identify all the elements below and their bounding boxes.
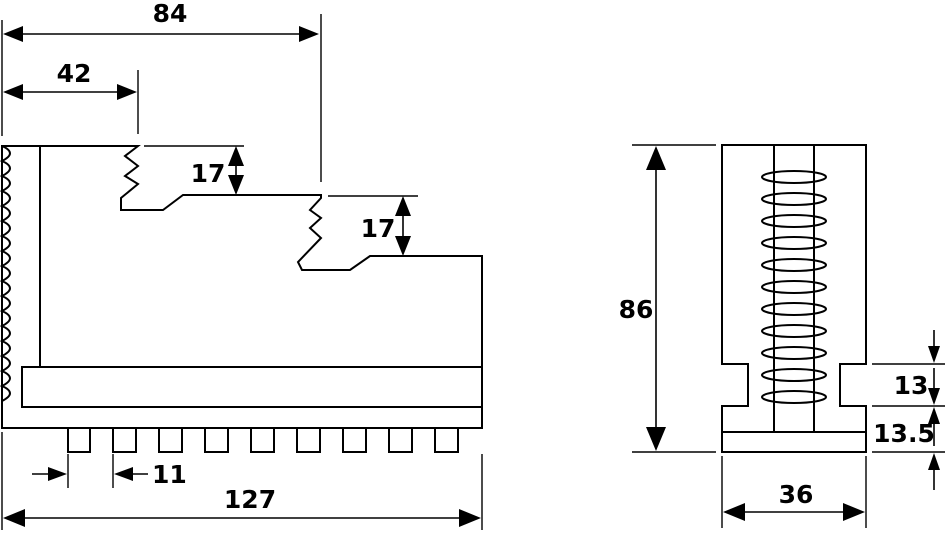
dim-17-lower-label: 17	[361, 214, 396, 243]
dim-11-label: 11	[152, 460, 187, 489]
thread-disc	[761, 170, 827, 184]
dim-13-5-label: 13.5	[873, 419, 935, 448]
dim-17-upper-label: 17	[191, 159, 226, 188]
thread-disc	[761, 346, 827, 360]
front-view-dimensions: 86 13 13.5 36	[619, 144, 945, 528]
arrowhead	[843, 503, 865, 521]
thread-disc	[761, 258, 827, 272]
arrowhead	[299, 26, 319, 42]
dim-13-label: 13	[894, 371, 929, 400]
dim-86-label: 86	[619, 295, 654, 324]
teeth	[67, 427, 459, 453]
dim-42-label: 42	[57, 59, 92, 88]
thread-disc	[761, 236, 827, 250]
base-rail	[21, 366, 483, 408]
arrowhead	[928, 346, 940, 363]
dim-84-label: 84	[153, 0, 188, 28]
arrowhead	[723, 503, 745, 521]
dim-36-label: 36	[779, 480, 814, 509]
side-view	[0, 145, 483, 453]
arrowhead	[928, 388, 940, 405]
side-view-outline	[1, 145, 483, 429]
dim-127-label: 127	[224, 485, 276, 514]
thread-disc	[761, 280, 827, 294]
arrowhead	[117, 84, 137, 100]
thread-disc	[761, 192, 827, 206]
thread-disc	[761, 302, 827, 316]
arrowhead	[114, 467, 133, 481]
arrowhead	[646, 146, 666, 170]
arrowhead	[395, 236, 411, 256]
arrowhead	[228, 175, 244, 195]
front-view	[721, 144, 867, 453]
side-view-dimensions: 84 42 17 17 11 127	[1, 0, 483, 530]
arrowhead	[3, 509, 25, 527]
thread-disc	[761, 368, 827, 382]
arrowhead	[3, 84, 23, 100]
arrowhead	[646, 427, 666, 451]
front-view-outline	[721, 144, 867, 453]
arrowhead	[395, 196, 411, 216]
serrated-edge	[0, 145, 11, 402]
arrowhead	[48, 467, 67, 481]
arrowhead	[3, 26, 23, 42]
thread-disc	[761, 214, 827, 228]
thread-disc	[761, 390, 827, 404]
arrowhead	[228, 146, 244, 166]
arrowhead	[459, 509, 481, 527]
thread-discs	[761, 170, 827, 404]
thread-disc	[761, 324, 827, 338]
